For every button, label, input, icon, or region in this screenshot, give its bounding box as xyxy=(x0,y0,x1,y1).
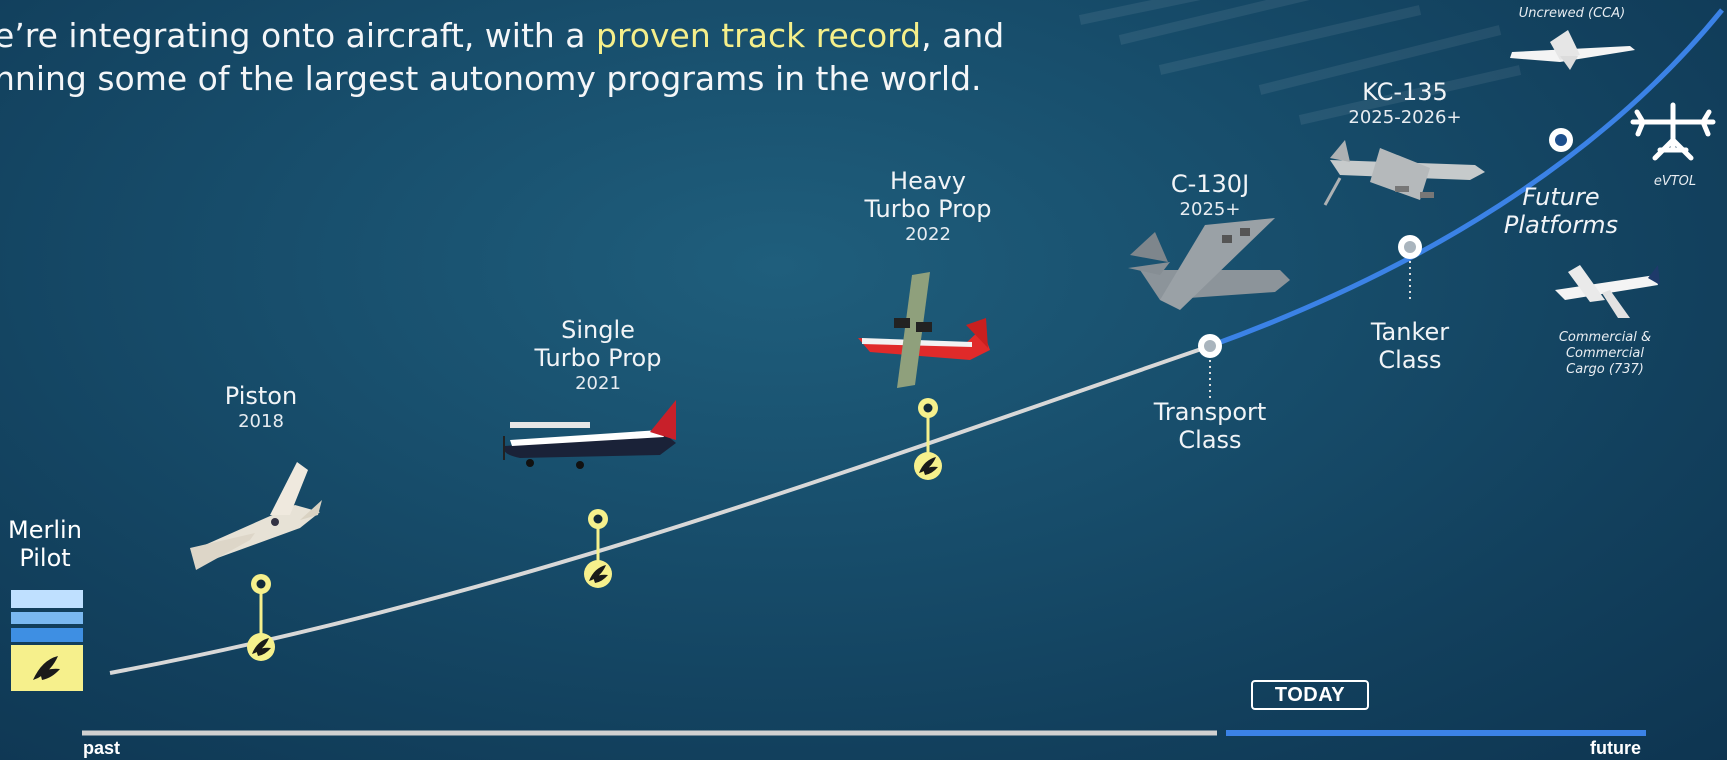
milestone-year: 2021 xyxy=(575,373,621,394)
merlin-pilot-line-1: Merlin xyxy=(8,516,82,544)
platform-kc135-label: KC-135 2025-2026+ xyxy=(1325,78,1485,130)
commercial-737-image xyxy=(1555,265,1660,318)
headline-text: e’re integrating onto aircraft, with a xyxy=(0,16,597,55)
class-label-line: Future xyxy=(1522,183,1600,211)
class-label-line: Class xyxy=(1378,346,1442,374)
background-streaks xyxy=(1078,0,1522,125)
milestone-year: 2018 xyxy=(238,411,284,432)
cessna-caravan-image xyxy=(503,400,676,469)
twin-otter-image xyxy=(858,272,990,388)
piston-aircraft-image xyxy=(190,462,322,570)
milestone-name: Piston xyxy=(224,382,298,410)
class-label-line: Class xyxy=(1178,426,1242,454)
milestone-piston-label: Piston 2018 xyxy=(201,382,321,434)
marker-tanker-class xyxy=(1398,235,1422,302)
today-badge: TODAY xyxy=(1251,680,1369,710)
merlin-pilot-label: Merlin Pilot xyxy=(6,516,84,572)
cca-uncrewed-aircraft-image xyxy=(1510,30,1635,70)
headline-line-2: nning some of the largest autonomy progr… xyxy=(0,59,982,98)
headline-line-1: e’re integrating onto aircraft, with a p… xyxy=(0,14,1004,57)
future-label: future xyxy=(1590,738,1641,758)
commercial-caption-line: Cargo (737) xyxy=(1566,362,1644,377)
milestone-name: Heavy xyxy=(890,167,966,195)
platform-year: 2025-2026+ xyxy=(1348,107,1462,128)
platform-name: KC-135 xyxy=(1362,78,1448,106)
class-label-line: Platforms xyxy=(1503,211,1619,239)
future-growth-curve xyxy=(1209,8,1724,349)
merlin-logo-icon xyxy=(252,638,271,656)
milestone-single-turbo-prop-label: Single Turbo Prop 2021 xyxy=(518,316,678,396)
marker-future-platforms xyxy=(1549,128,1573,152)
headline: e’re integrating onto aircraft, with a p… xyxy=(0,14,1004,100)
merlin-pilot-line-2: Pilot xyxy=(19,544,71,572)
milestone-name: Turbo Prop xyxy=(534,344,662,372)
past-growth-curve xyxy=(109,344,1211,675)
merlin-logo-icon xyxy=(919,457,938,475)
merlin-logo-icon xyxy=(33,656,60,680)
milestone-marker-single-turbo-prop xyxy=(584,509,612,588)
evtol-caption: eVTOL xyxy=(1653,174,1697,189)
tanker-class-label: Tanker Class xyxy=(1330,318,1490,374)
marker-transport-class xyxy=(1198,334,1222,400)
commercial-caption: Commercial & Commercial Cargo (737) xyxy=(1545,330,1665,378)
transport-class-label: Transport Class xyxy=(1130,398,1290,454)
milestone-marker-piston xyxy=(247,574,275,661)
commercial-caption-line: Commercial xyxy=(1565,346,1645,361)
platform-c130j-label: C-130J 2025+ xyxy=(1130,170,1290,222)
class-label-line: Tanker xyxy=(1370,318,1450,346)
platform-name: C-130J xyxy=(1170,170,1250,198)
headline-text: , and xyxy=(921,16,1005,55)
evtol-icon xyxy=(1630,102,1716,161)
milestone-heavy-turbo-prop-label: Heavy Turbo Prop 2022 xyxy=(848,167,1008,247)
merlin-pilot-logo xyxy=(11,590,83,691)
merlin-logo-icon xyxy=(589,565,608,583)
platform-year: 2025+ xyxy=(1179,199,1241,220)
class-label-line: Transport xyxy=(1153,398,1267,426)
milestone-year: 2022 xyxy=(905,224,951,245)
c130j-aircraft-image xyxy=(1128,218,1290,310)
past-label: past xyxy=(83,738,121,758)
commercial-caption-line: Commercial & xyxy=(1558,330,1652,345)
headline-highlight: proven track record xyxy=(596,16,922,55)
kc135-aircraft-image xyxy=(1323,140,1485,206)
milestone-name: Single xyxy=(561,316,635,344)
future-platforms-label: Future Platforms xyxy=(1481,183,1641,239)
milestone-marker-heavy-turbo-prop xyxy=(914,398,942,480)
cca-caption: Uncrewed (CCA) xyxy=(1518,6,1626,21)
milestone-name: Turbo Prop xyxy=(864,195,992,223)
